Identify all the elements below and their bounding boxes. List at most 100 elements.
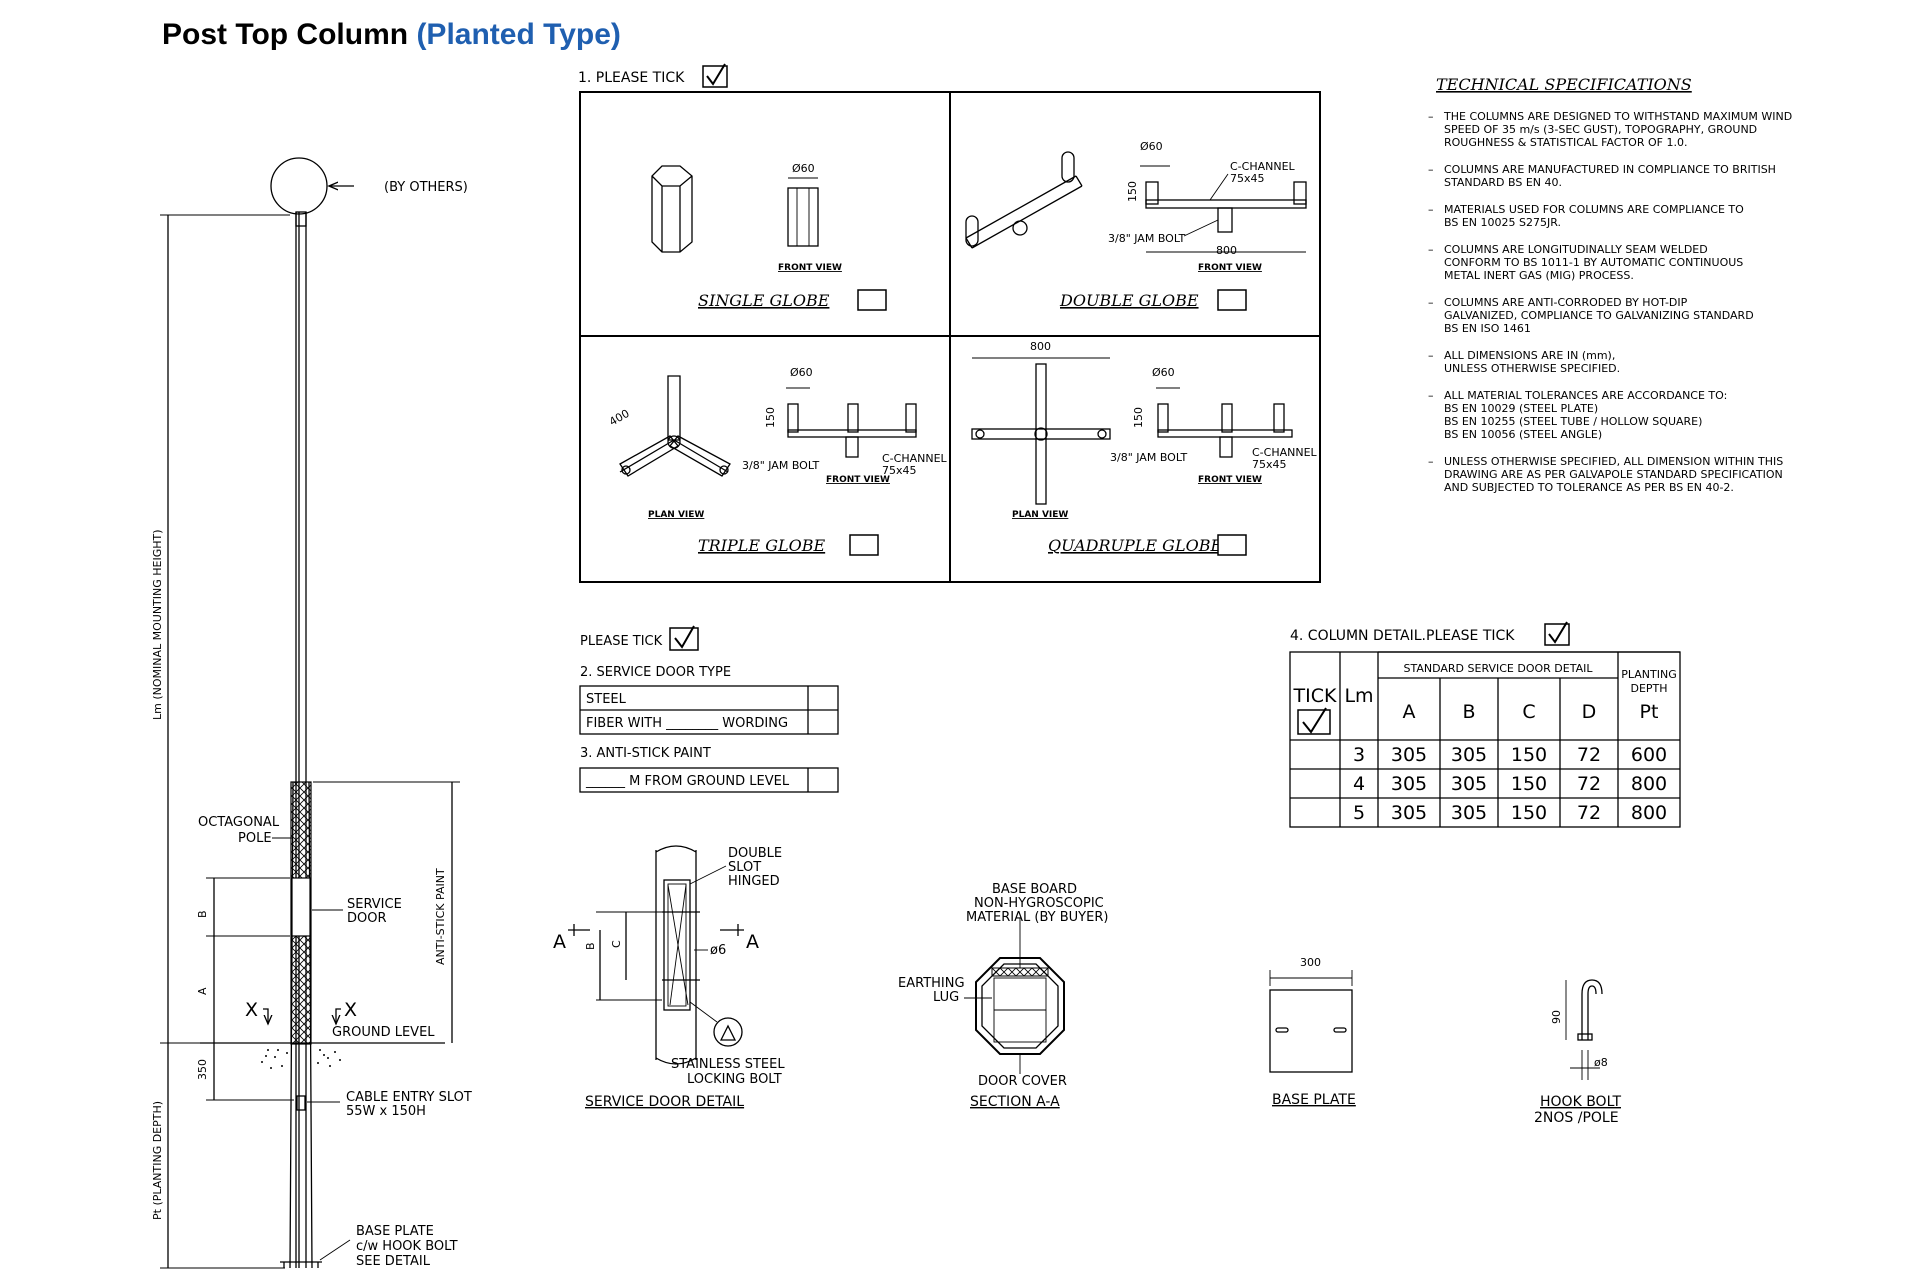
triple-globe-front-view: FRONT VIEW [826, 475, 890, 485]
quad-globe-width: 800 [1030, 340, 1051, 353]
service-door-heading: 2. SERVICE DOOR TYPE [580, 665, 731, 680]
sdd-dim-b: B [584, 942, 597, 950]
base-plate-dim: 300 [1300, 956, 1321, 969]
service-door-label-1: SERVICE [347, 897, 402, 912]
header-c: C [1522, 701, 1535, 723]
board-label-3: MATERIAL (BY BUYER) [966, 910, 1108, 925]
row-tick-checkbox[interactable] [1291, 741, 1339, 768]
triple-globe-bolt: 3/8" JAM BOLT [742, 459, 819, 472]
table-value: 305 [1391, 773, 1427, 795]
section-x-left: X [245, 999, 258, 1021]
group-header: STANDARD SERVICE DOOR DETAIL [1404, 662, 1594, 675]
cable-entry-label-2: 55W x 150H [346, 1104, 426, 1119]
spec-bullet: – [1428, 110, 1434, 123]
double-globe-bolt: 3/8" JAM BOLT [1108, 232, 1185, 245]
quad-globe-channel-2: 75x45 [1252, 458, 1287, 471]
double-globe-label: DOUBLE GLOBE [1059, 291, 1199, 310]
lm-dimension-label: Lm (NOMINAL MOUNTING HEIGHT) [151, 529, 164, 720]
double-globe-channel-2: 75x45 [1230, 172, 1265, 185]
please-tick-box [669, 627, 699, 651]
header-tick: TICK [1293, 685, 1337, 707]
spec-line: BS EN 10056 (STEEL ANGLE) [1444, 428, 1602, 441]
pt-dimension-label: Pt (PLANTING DEPTH) [151, 1101, 164, 1220]
spec-line: MATERIALS USED FOR COLUMNS ARE COMPLIANC… [1444, 203, 1744, 216]
table-value: 305 [1451, 802, 1487, 824]
anti-stick-heading: 3. ANTI-STICK PAINT [580, 746, 711, 761]
double-globe-channel-1: C-CHANNEL [1230, 160, 1296, 173]
spec-line: THE COLUMNS ARE DESIGNED TO WITHSTAND MA… [1443, 110, 1792, 123]
table-value: 600 [1631, 744, 1667, 766]
octagonal-pole-label-2: POLE [238, 831, 272, 846]
door-option-fiber: FIBER WITH ________ WORDING [586, 716, 788, 731]
single-globe-cell: Ø60 FRONT VIEW SINGLE GLOBE [651, 162, 887, 311]
spec-line: ALL MATERIAL TOLERANCES ARE ACCORDANCE T… [1444, 389, 1727, 402]
door-fiber-checkbox[interactable] [809, 711, 837, 733]
spec-line: ALL DIMENSIONS ARE IN (mm), [1444, 349, 1615, 362]
anti-stick-dimension-label: ANTI-STICK PAINT [434, 868, 447, 965]
sdd-section-a-right: A [746, 931, 759, 953]
triple-globe-checkbox[interactable] [849, 534, 879, 556]
specs-heading: TECHNICAL SPECIFICATIONS [1436, 75, 1692, 94]
anti-stick-checkbox[interactable] [809, 769, 837, 791]
quadruple-globe-cell: 800 PLAN VIEW Ø60 150 3/8" JAM BOLT C-CH… [971, 340, 1318, 556]
spec-bullet: – [1428, 163, 1434, 176]
double-globe-dim2: 150 [1126, 181, 1139, 202]
spec-line: BS EN 10029 (STEEL PLATE) [1444, 402, 1598, 415]
table-value: 305 [1391, 744, 1427, 766]
double-globe-checkbox[interactable] [1217, 289, 1247, 311]
header-d: D [1582, 701, 1597, 723]
double-globe-dim: Ø60 [1140, 140, 1163, 153]
row-tick-checkbox[interactable] [1291, 799, 1339, 826]
section-aa-title: SECTION A-A [970, 1094, 1060, 1110]
spec-line: DRAWING ARE AS PER GALVAPOLE STANDARD SP… [1444, 468, 1783, 481]
globe-lamp [270, 157, 328, 215]
page-title: Post Top Column (Planted Type) [162, 18, 621, 52]
ground-level-label: GROUND LEVEL [332, 1025, 435, 1040]
spec-line: COLUMNS ARE MANUFACTURED IN COMPLIANCE T… [1444, 163, 1776, 176]
hook-bolt-title-1: HOOK BOLT [1540, 1094, 1621, 1110]
double-globe-front-view: FRONT VIEW [1198, 263, 1262, 273]
spec-bullet: – [1428, 243, 1434, 256]
cable-entry-slot [296, 1095, 306, 1111]
lug-label-1: EARTHING [898, 976, 965, 991]
title-accent: (Planted Type) [416, 18, 621, 51]
cover-label: DOOR COVER [978, 1074, 1067, 1089]
board-label-1: BASE BOARD [992, 882, 1077, 897]
spec-line: COLUMNS ARE ANTI-CORRODED BY HOT-DIP [1444, 296, 1688, 309]
spec-line: ROUGHNESS & STATISTICAL FACTOR OF 1.0. [1444, 136, 1687, 149]
technical-specifications: TECHNICAL SPECIFICATIONS –THE COLUMNS AR… [1428, 75, 1792, 494]
spec-line: BS EN 10025 S275JR. [1444, 216, 1561, 229]
spec-line: SPEED OF 35 m/s (3-SEC GUST), TOPOGRAPHY… [1444, 123, 1757, 136]
hook-bolt-detail: 90 ø8 HOOK BOLT 2NOS /POLE [1534, 979, 1621, 1126]
cable-entry-label-1: CABLE ENTRY SLOT [346, 1090, 472, 1105]
quadruple-globe-checkbox[interactable] [1217, 534, 1247, 556]
globe-heading: 1. PLEASE TICK [578, 70, 685, 86]
door-steel-checkbox[interactable] [809, 687, 837, 709]
soil-hatch [261, 1049, 341, 1069]
row-tick-checkbox[interactable] [1291, 770, 1339, 797]
options-table: PLEASE TICK 2. SERVICE DOOR TYPE STEEL F… [579, 625, 839, 793]
base-plate-note-3: SEE DETAIL [356, 1254, 431, 1269]
table-value: 305 [1451, 773, 1487, 795]
single-globe-checkbox[interactable] [857, 289, 887, 311]
triple-globe-channel-1: C-CHANNEL [882, 452, 948, 465]
single-globe-label: SINGLE GLOBE [698, 291, 830, 310]
base-plate-note-1: BASE PLATE [356, 1224, 434, 1239]
header-a: A [1403, 701, 1416, 723]
table-value: 72 [1577, 802, 1601, 824]
spec-line: GALVANIZED, COMPLIANCE TO GALVANIZING ST… [1444, 309, 1754, 322]
section-aa: BASE BOARD NON-HYGROSCOPIC MATERIAL (BY … [898, 882, 1108, 1110]
sdd-hinge-3: HINGED [728, 874, 780, 889]
hook-bolt-dia: ø8 [1594, 1056, 1608, 1069]
service-door [291, 877, 311, 937]
single-globe-front-view: FRONT VIEW [778, 263, 842, 273]
sdd-dia: ø6 [710, 943, 726, 958]
spec-line: UNLESS OTHERWISE SPECIFIED. [1444, 362, 1620, 375]
spec-bullet: – [1428, 389, 1434, 402]
table-value: 5 [1353, 802, 1365, 824]
table-value: 150 [1511, 802, 1547, 824]
triple-globe-dim: Ø60 [790, 366, 813, 379]
header-depth: DEPTH [1630, 682, 1667, 695]
sdd-hinge-2: SLOT [728, 860, 761, 875]
